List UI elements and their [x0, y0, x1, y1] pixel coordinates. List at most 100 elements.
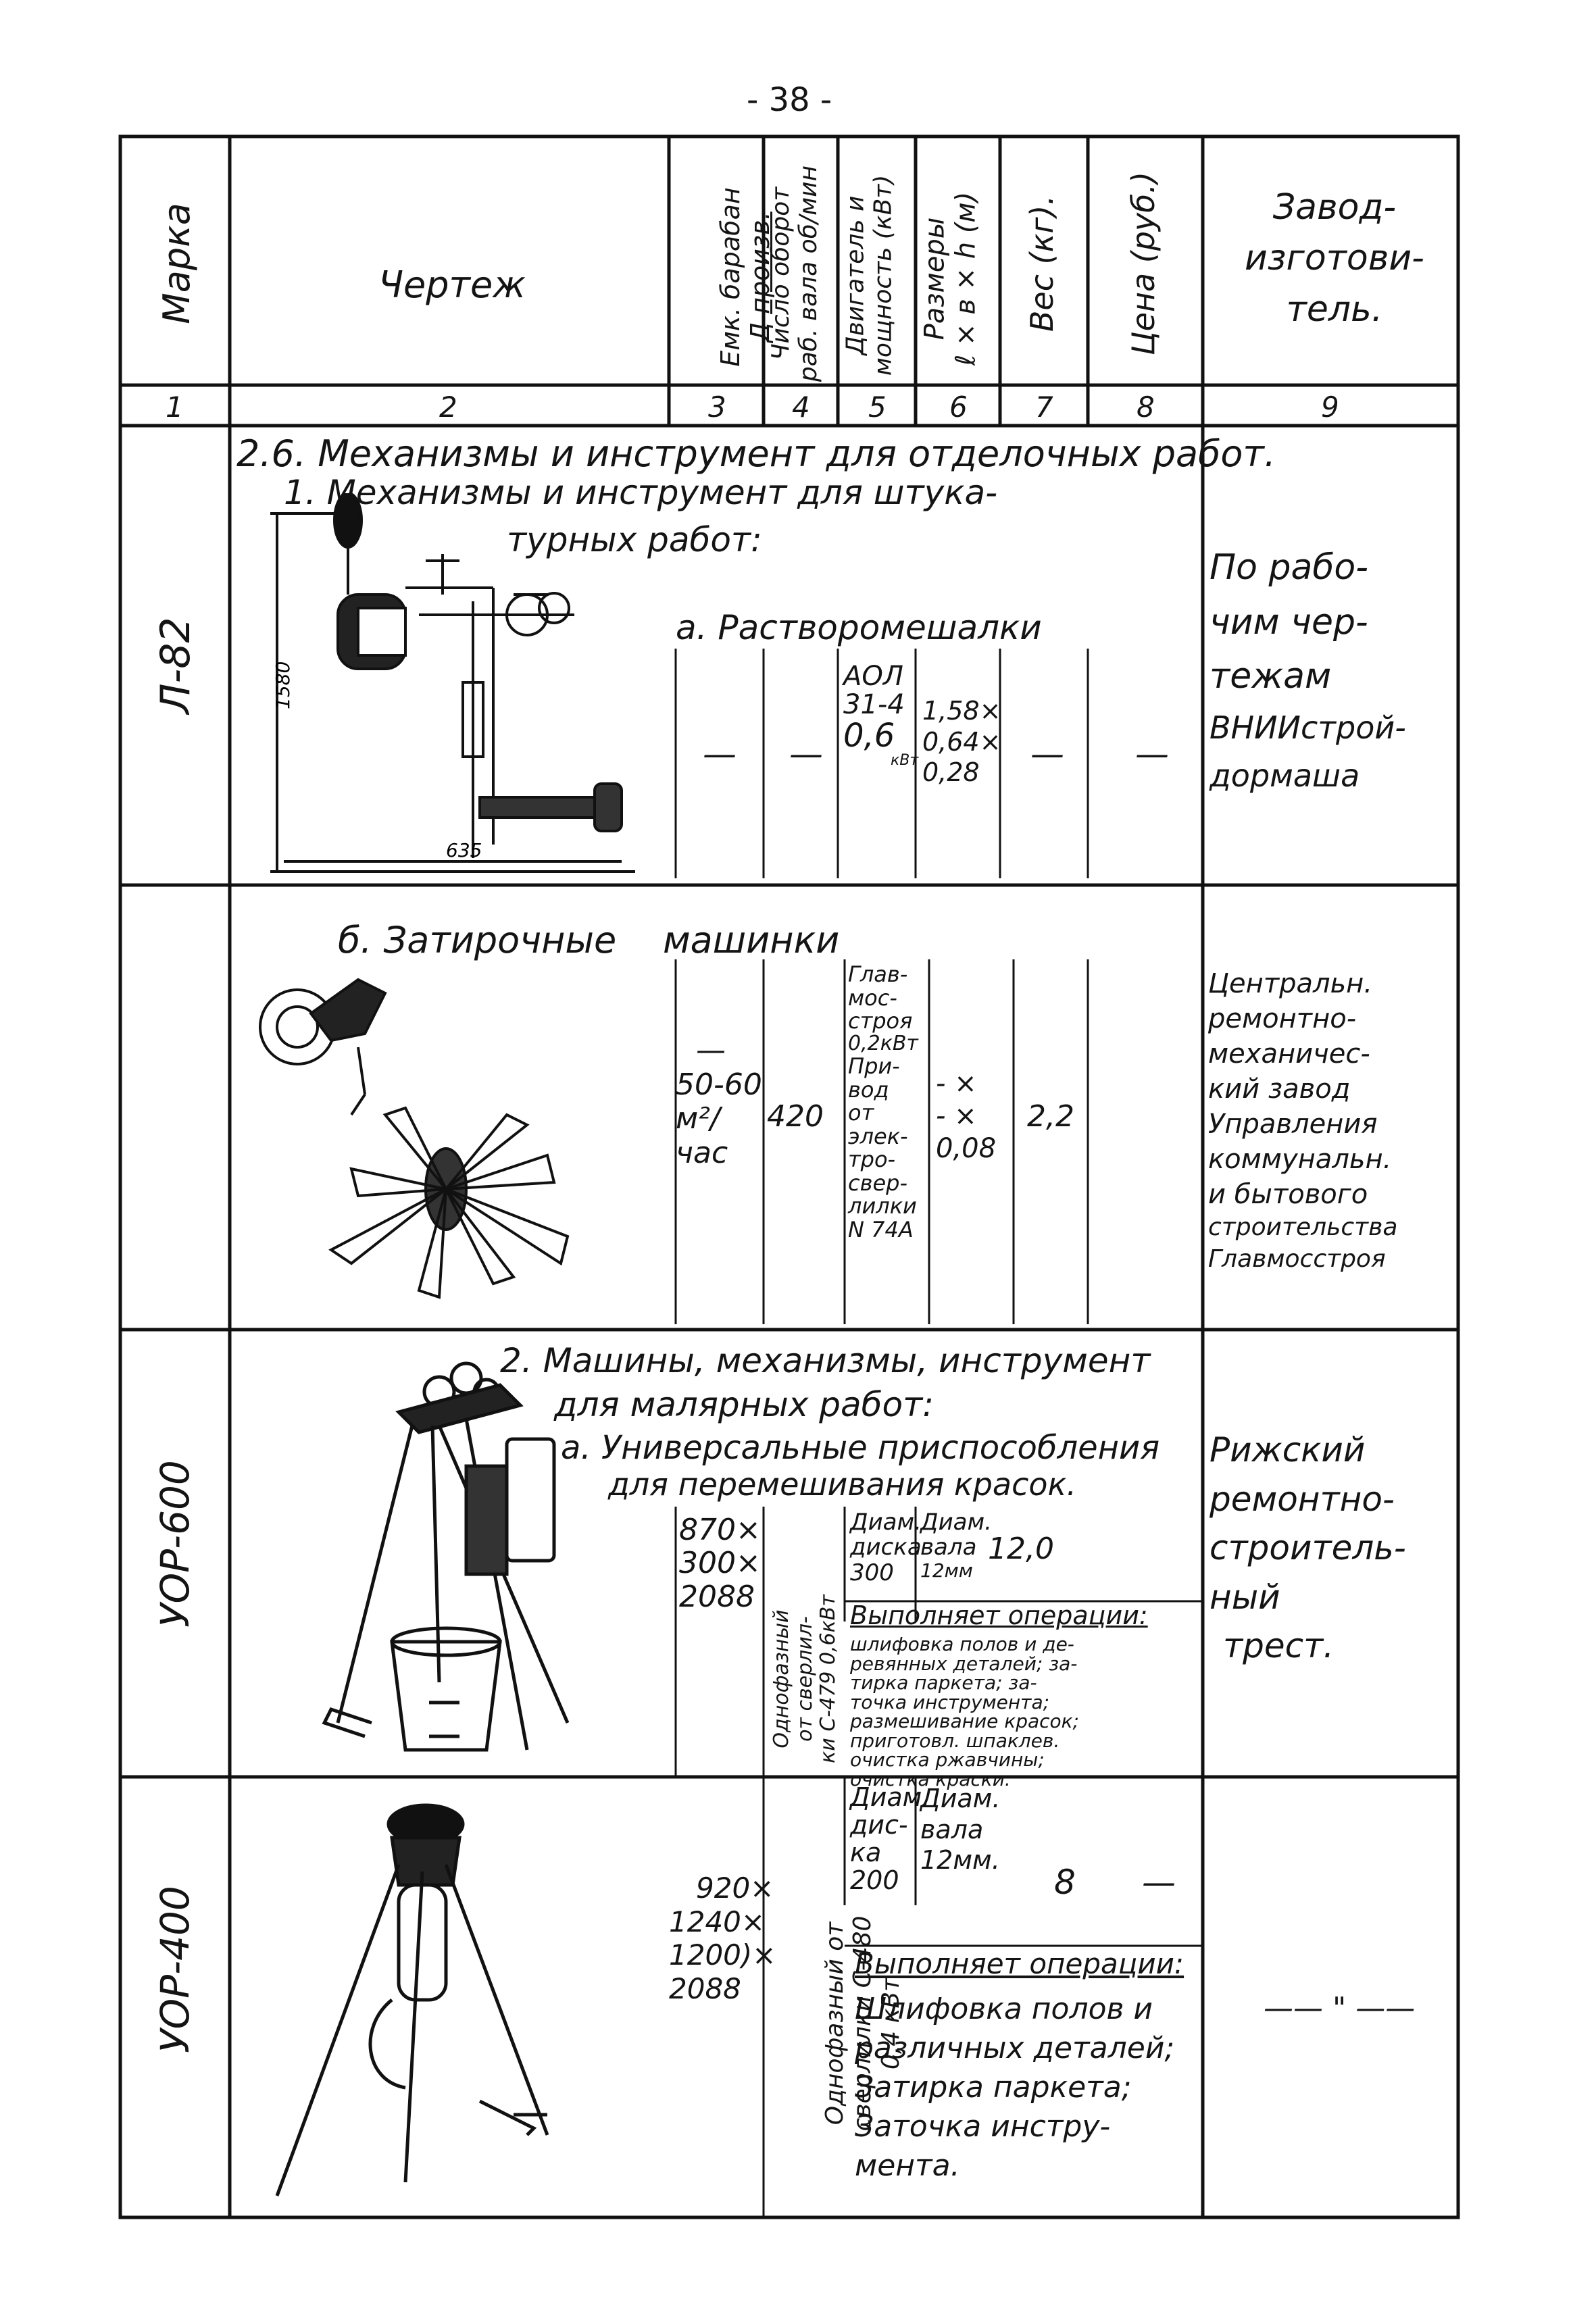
row3-col5: Диам. диска 300 — [850, 1509, 922, 1586]
trowel-machine-drawing — [259, 978, 570, 1299]
row2-col3-l3: м²/ — [676, 1101, 720, 1136]
row2-col3: — 50-60 м²/ час — [676, 1033, 762, 1170]
row1-factory-l2: чим чер- — [1210, 601, 1368, 643]
row2-col5-l2: мос- — [848, 984, 897, 1011]
row1-col5: АОЛ 31-4 0,6 кВт — [843, 662, 918, 768]
row2-factory-l7: и бытового — [1208, 1179, 1368, 1210]
row3-col3-l1: 870× — [679, 1513, 761, 1547]
row1-factory-l3: тежам — [1210, 656, 1332, 697]
row2-col5-l9: тро- — [848, 1147, 896, 1173]
row1-col7: — — [1030, 734, 1064, 774]
row3-col6-l1: Диам. — [920, 1509, 992, 1536]
row1-mark: Л-82 — [152, 617, 199, 714]
row2-col5: Глав- мос- строя 0,2кВт При- вод от элек… — [848, 963, 918, 1241]
row1-col6-l2: 0,64× — [922, 726, 1001, 757]
row3-op-7: очистка ржавчины; — [850, 1749, 1045, 1771]
row3-col4-l3: ки С-479 0,6кВт — [816, 1594, 840, 1763]
subsection-1-line1: 1. Механизмы и инструмент для штука- — [284, 473, 998, 512]
row2-col5-l10: свер- — [848, 1169, 907, 1196]
colnum-3: 3 — [708, 391, 726, 424]
row4-col3-l4: 2088 — [669, 1971, 741, 2005]
section-title: 2.6. Механизмы и инструмент для отделочн… — [236, 432, 1276, 475]
row2-factory-l9: Главмосстроя — [1208, 1244, 1386, 1273]
header-price: Цена (руб.) — [1125, 171, 1162, 356]
row4-col4-l1: Однофазный от — [821, 1921, 849, 2126]
row3-col3: 870× 300× 2088 — [679, 1513, 761, 1613]
header-dimensions-line1: Размеры — [919, 217, 951, 341]
mortar-mixer-drawing: 1580 635 — [270, 493, 635, 873]
row2-col5-l1: Глав- — [848, 961, 908, 987]
row4-col5-l3: ка — [850, 1838, 882, 1868]
row4-op-4: Заточка инстру- — [855, 2109, 1111, 2144]
colnum-2: 2 — [439, 391, 457, 424]
row2-col7: 2,2 — [1027, 1099, 1074, 1134]
row3-group-label-l1: а. Универсальные приспособления — [561, 1429, 1160, 1467]
colnum-6: 6 — [949, 391, 968, 424]
row2-col6-l3: 0,08 — [936, 1133, 997, 1164]
row2-col5-l12: N 74А — [848, 1216, 914, 1242]
row2-factory-l3: механичес- — [1208, 1038, 1370, 1070]
row4-col3: 920× 1240× 1200)× 2088 — [669, 1871, 776, 2005]
header-factory-line1: Завод- — [1272, 187, 1397, 228]
row3-factory-l3: строитель- — [1210, 1528, 1406, 1567]
row4-col5-l2: дис- — [850, 1810, 908, 1840]
row4-op-5: мента. — [855, 2148, 960, 2184]
row2-factory-l6: коммунальн. — [1208, 1144, 1392, 1175]
header-dimensions-line2: ℓ × в × h (м) — [950, 191, 982, 366]
row2-col6-l2: - × — [936, 1101, 977, 1132]
row1-factory-l1: По рабо- — [1210, 547, 1368, 588]
row2-col3-l1: — — [696, 1033, 726, 1067]
row2-col3-l4: час — [676, 1135, 728, 1170]
row3-factory-l4: ный — [1210, 1577, 1280, 1617]
dim-height: 1580 — [272, 661, 294, 709]
row2-col5-l6: вод — [848, 1076, 889, 1103]
header-factory: Завод- изготови- тель. — [1223, 182, 1446, 335]
row2-col5-l3: строя — [848, 1008, 913, 1034]
row3-op-2: ревянных деталей; за- — [850, 1652, 1078, 1675]
header-rpm-line2: раб. вала об/мин — [795, 165, 823, 382]
row2-factory-l2: ремонтно- — [1208, 1003, 1357, 1034]
header-motor-line2: мощность (кВт) — [869, 174, 897, 376]
row1-col6-l3: 0,28 — [922, 757, 980, 788]
row4-col3-l2: 1240× — [669, 1905, 766, 1938]
row3-factory-l5: трест. — [1223, 1626, 1335, 1665]
header-marka: Марка — [155, 203, 198, 324]
row3-group-label-l2: для перемешивания красок. — [608, 1466, 1076, 1503]
row2-col3-l2: 50-60 — [676, 1067, 762, 1102]
header-rpm-line1: Число оборот — [767, 186, 795, 361]
row4-col5-l1: Диам. — [850, 1782, 930, 1812]
row3-col5-l2: диска — [850, 1534, 922, 1561]
header-chertezh: Чертеж — [378, 263, 526, 306]
row1-col6: 1,58× 0,64× 0,28 — [922, 696, 1001, 788]
row3-op-6: приготовл. шпаклев. — [850, 1729, 1060, 1752]
colnum-7: 7 — [1035, 391, 1053, 424]
row3-op-4: точка инструмента; — [850, 1690, 1050, 1713]
header-motor-line1: Двигатель и — [841, 195, 870, 355]
row1-group-label: а. Растворомешалки — [676, 608, 1042, 647]
row3-col5-l1: Диам. — [850, 1509, 922, 1536]
row2-factory-l5: Управления — [1208, 1109, 1378, 1140]
header-motor: Двигатель и мощность (кВт) — [842, 154, 913, 397]
subsection-1-line2: турных работ: — [507, 520, 762, 559]
row3-col4-l1: Однофазный — [770, 1609, 793, 1749]
row2-group-label: б. Затирочные машинки — [338, 919, 840, 961]
page-number: - 38 - — [747, 81, 832, 119]
row4-op-1: Шлифовка полов и — [855, 1992, 1153, 2026]
row3-col5-l3: 300 — [850, 1559, 894, 1586]
row4-col5-l4: 200 — [850, 1865, 899, 1896]
row3-op-5: размешивание красок; — [850, 1710, 1079, 1733]
row1-col5-l4: кВт — [891, 752, 919, 770]
row1-factory-l4: ВНИИстрой- — [1210, 709, 1406, 746]
row4-factory: —— " —— — [1264, 1991, 1416, 2026]
row3-col7: 12,0 — [988, 1532, 1054, 1566]
row4-col6-l3: 12мм. — [920, 1845, 1000, 1876]
row4-mark: УОР-400 — [152, 1886, 198, 2053]
colnum-8: 8 — [1137, 391, 1155, 424]
header-capacity-line1: Емк. барабан — [716, 187, 745, 367]
colnum-9: 9 — [1321, 391, 1339, 424]
row4-op-3: Затирка паркета; — [855, 2070, 1132, 2105]
row1-col3: — — [703, 734, 737, 774]
row2-col5-l11: лилки — [848, 1193, 917, 1219]
row4-col3-l1: 920× — [696, 1871, 774, 1905]
row2-factory-l4: кий завод — [1208, 1074, 1351, 1105]
